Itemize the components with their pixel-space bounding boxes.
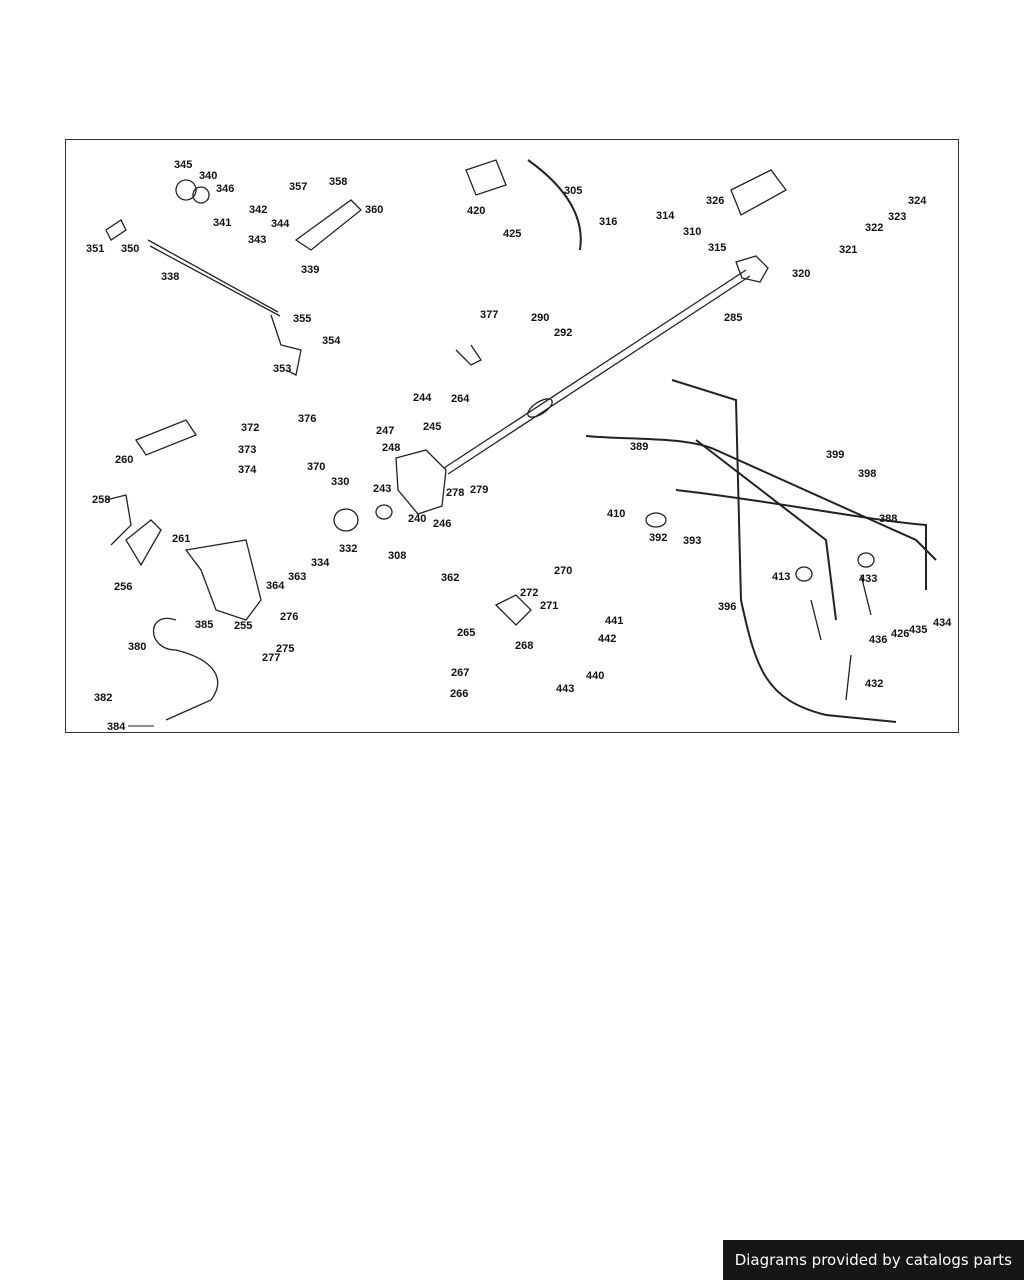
part-label-308: 308 [388, 550, 406, 562]
part-label-322: 322 [865, 222, 883, 234]
part-label-305: 305 [564, 185, 582, 197]
part-label-255: 255 [234, 620, 252, 632]
part-label-258: 258 [92, 494, 110, 506]
part-label-339: 339 [301, 264, 319, 276]
part-label-277: 277 [262, 652, 280, 664]
part-label-246: 246 [433, 518, 451, 530]
part-label-344: 344 [271, 218, 290, 230]
part-label-247: 247 [376, 425, 394, 437]
part-label-370: 370 [307, 461, 325, 473]
part-label-436: 436 [869, 634, 887, 646]
part-label-443: 443 [556, 683, 574, 695]
part-label-410: 410 [607, 508, 625, 520]
part-label-275: 275 [276, 643, 294, 655]
part-label-358: 358 [329, 176, 347, 188]
part-label-374: 374 [238, 464, 257, 476]
part-label-354: 354 [322, 335, 341, 347]
part-label-266: 266 [450, 688, 468, 700]
part-label-271: 271 [540, 600, 558, 612]
part-label-290: 290 [531, 312, 549, 324]
part-label-240: 240 [408, 513, 426, 525]
part-label-244: 244 [413, 392, 432, 404]
part-label-292: 292 [554, 327, 572, 339]
part-label-389: 389 [630, 441, 648, 453]
part-label-245: 245 [423, 421, 441, 433]
part-label-384: 384 [107, 721, 126, 733]
part-label-323: 323 [888, 211, 906, 223]
part-label-334: 334 [311, 557, 330, 569]
part-label-372: 372 [241, 422, 259, 434]
part-label-362: 362 [441, 572, 459, 584]
part-label-380: 380 [128, 641, 146, 653]
part-label-315: 315 [708, 242, 726, 254]
part-label-345: 345 [174, 159, 192, 171]
part-label-314: 314 [656, 210, 675, 222]
part-label-432: 432 [865, 678, 883, 690]
part-label-332: 332 [339, 543, 357, 555]
part-label-388: 388 [879, 513, 897, 525]
part-label-270: 270 [554, 565, 572, 577]
part-label-426: 426 [891, 628, 909, 640]
part-label-441: 441 [605, 615, 623, 627]
part-label-276: 276 [280, 611, 298, 623]
part-label-342: 342 [249, 204, 267, 216]
part-label-264: 264 [451, 393, 470, 405]
part-label-413: 413 [772, 571, 790, 583]
part-label-340: 340 [199, 170, 217, 182]
part-label-330: 330 [331, 476, 349, 488]
part-label-338: 338 [161, 271, 179, 283]
part-label-278: 278 [446, 487, 464, 499]
part-label-267: 267 [451, 667, 469, 679]
part-label-360: 360 [365, 204, 383, 216]
part-label-272: 272 [520, 587, 538, 599]
part-label-357: 357 [289, 181, 307, 193]
part-label-442: 442 [598, 633, 616, 645]
part-label-399: 399 [826, 449, 844, 461]
part-label-425: 425 [503, 228, 521, 240]
part-label-433: 433 [859, 573, 877, 585]
part-label-256: 256 [114, 581, 132, 593]
part-label-316: 316 [599, 216, 617, 228]
part-label-434: 434 [933, 617, 952, 629]
part-label-324: 324 [908, 195, 927, 207]
part-drawings [105, 159, 937, 723]
part-label-435: 435 [909, 624, 927, 636]
part-label-420: 420 [467, 205, 485, 217]
part-label-396: 396 [718, 601, 736, 613]
catalog-credit-text: Diagrams provided by catalogs parts [734, 1251, 1012, 1269]
part-label-341: 341 [213, 217, 231, 229]
part-label-377: 377 [480, 309, 498, 321]
part-label-260: 260 [115, 454, 133, 466]
part-label-376: 376 [298, 413, 316, 425]
part-label-373: 373 [238, 444, 256, 456]
part-label-385: 385 [195, 619, 213, 631]
part-label-393: 393 [683, 535, 701, 547]
part-label-285: 285 [724, 312, 742, 324]
part-label-398: 398 [858, 468, 876, 480]
part-label-265: 265 [457, 627, 475, 639]
part-label-321: 321 [839, 244, 857, 256]
part-label-346: 346 [216, 183, 234, 195]
part-label-268: 268 [515, 640, 533, 652]
part-label-310: 310 [683, 226, 701, 238]
part-label-320: 320 [792, 268, 810, 280]
part-label-440: 440 [586, 670, 604, 682]
part-label-350: 350 [121, 243, 139, 255]
part-label-343: 343 [248, 234, 266, 246]
part-label-248: 248 [382, 442, 400, 454]
part-label-355: 355 [293, 313, 311, 325]
part-label-243: 243 [373, 483, 391, 495]
part-label-351: 351 [86, 243, 104, 255]
part-label-382: 382 [94, 692, 112, 704]
catalog-credit-badge: Diagrams provided by catalogs parts [722, 1240, 1024, 1280]
part-label-261: 261 [172, 533, 190, 545]
part-label-326: 326 [706, 195, 724, 207]
part-label-353: 353 [273, 363, 291, 375]
part-label-392: 392 [649, 532, 667, 544]
part-label-364: 364 [266, 580, 285, 592]
part-label-363: 363 [288, 571, 306, 583]
part-label-279: 279 [470, 484, 488, 496]
